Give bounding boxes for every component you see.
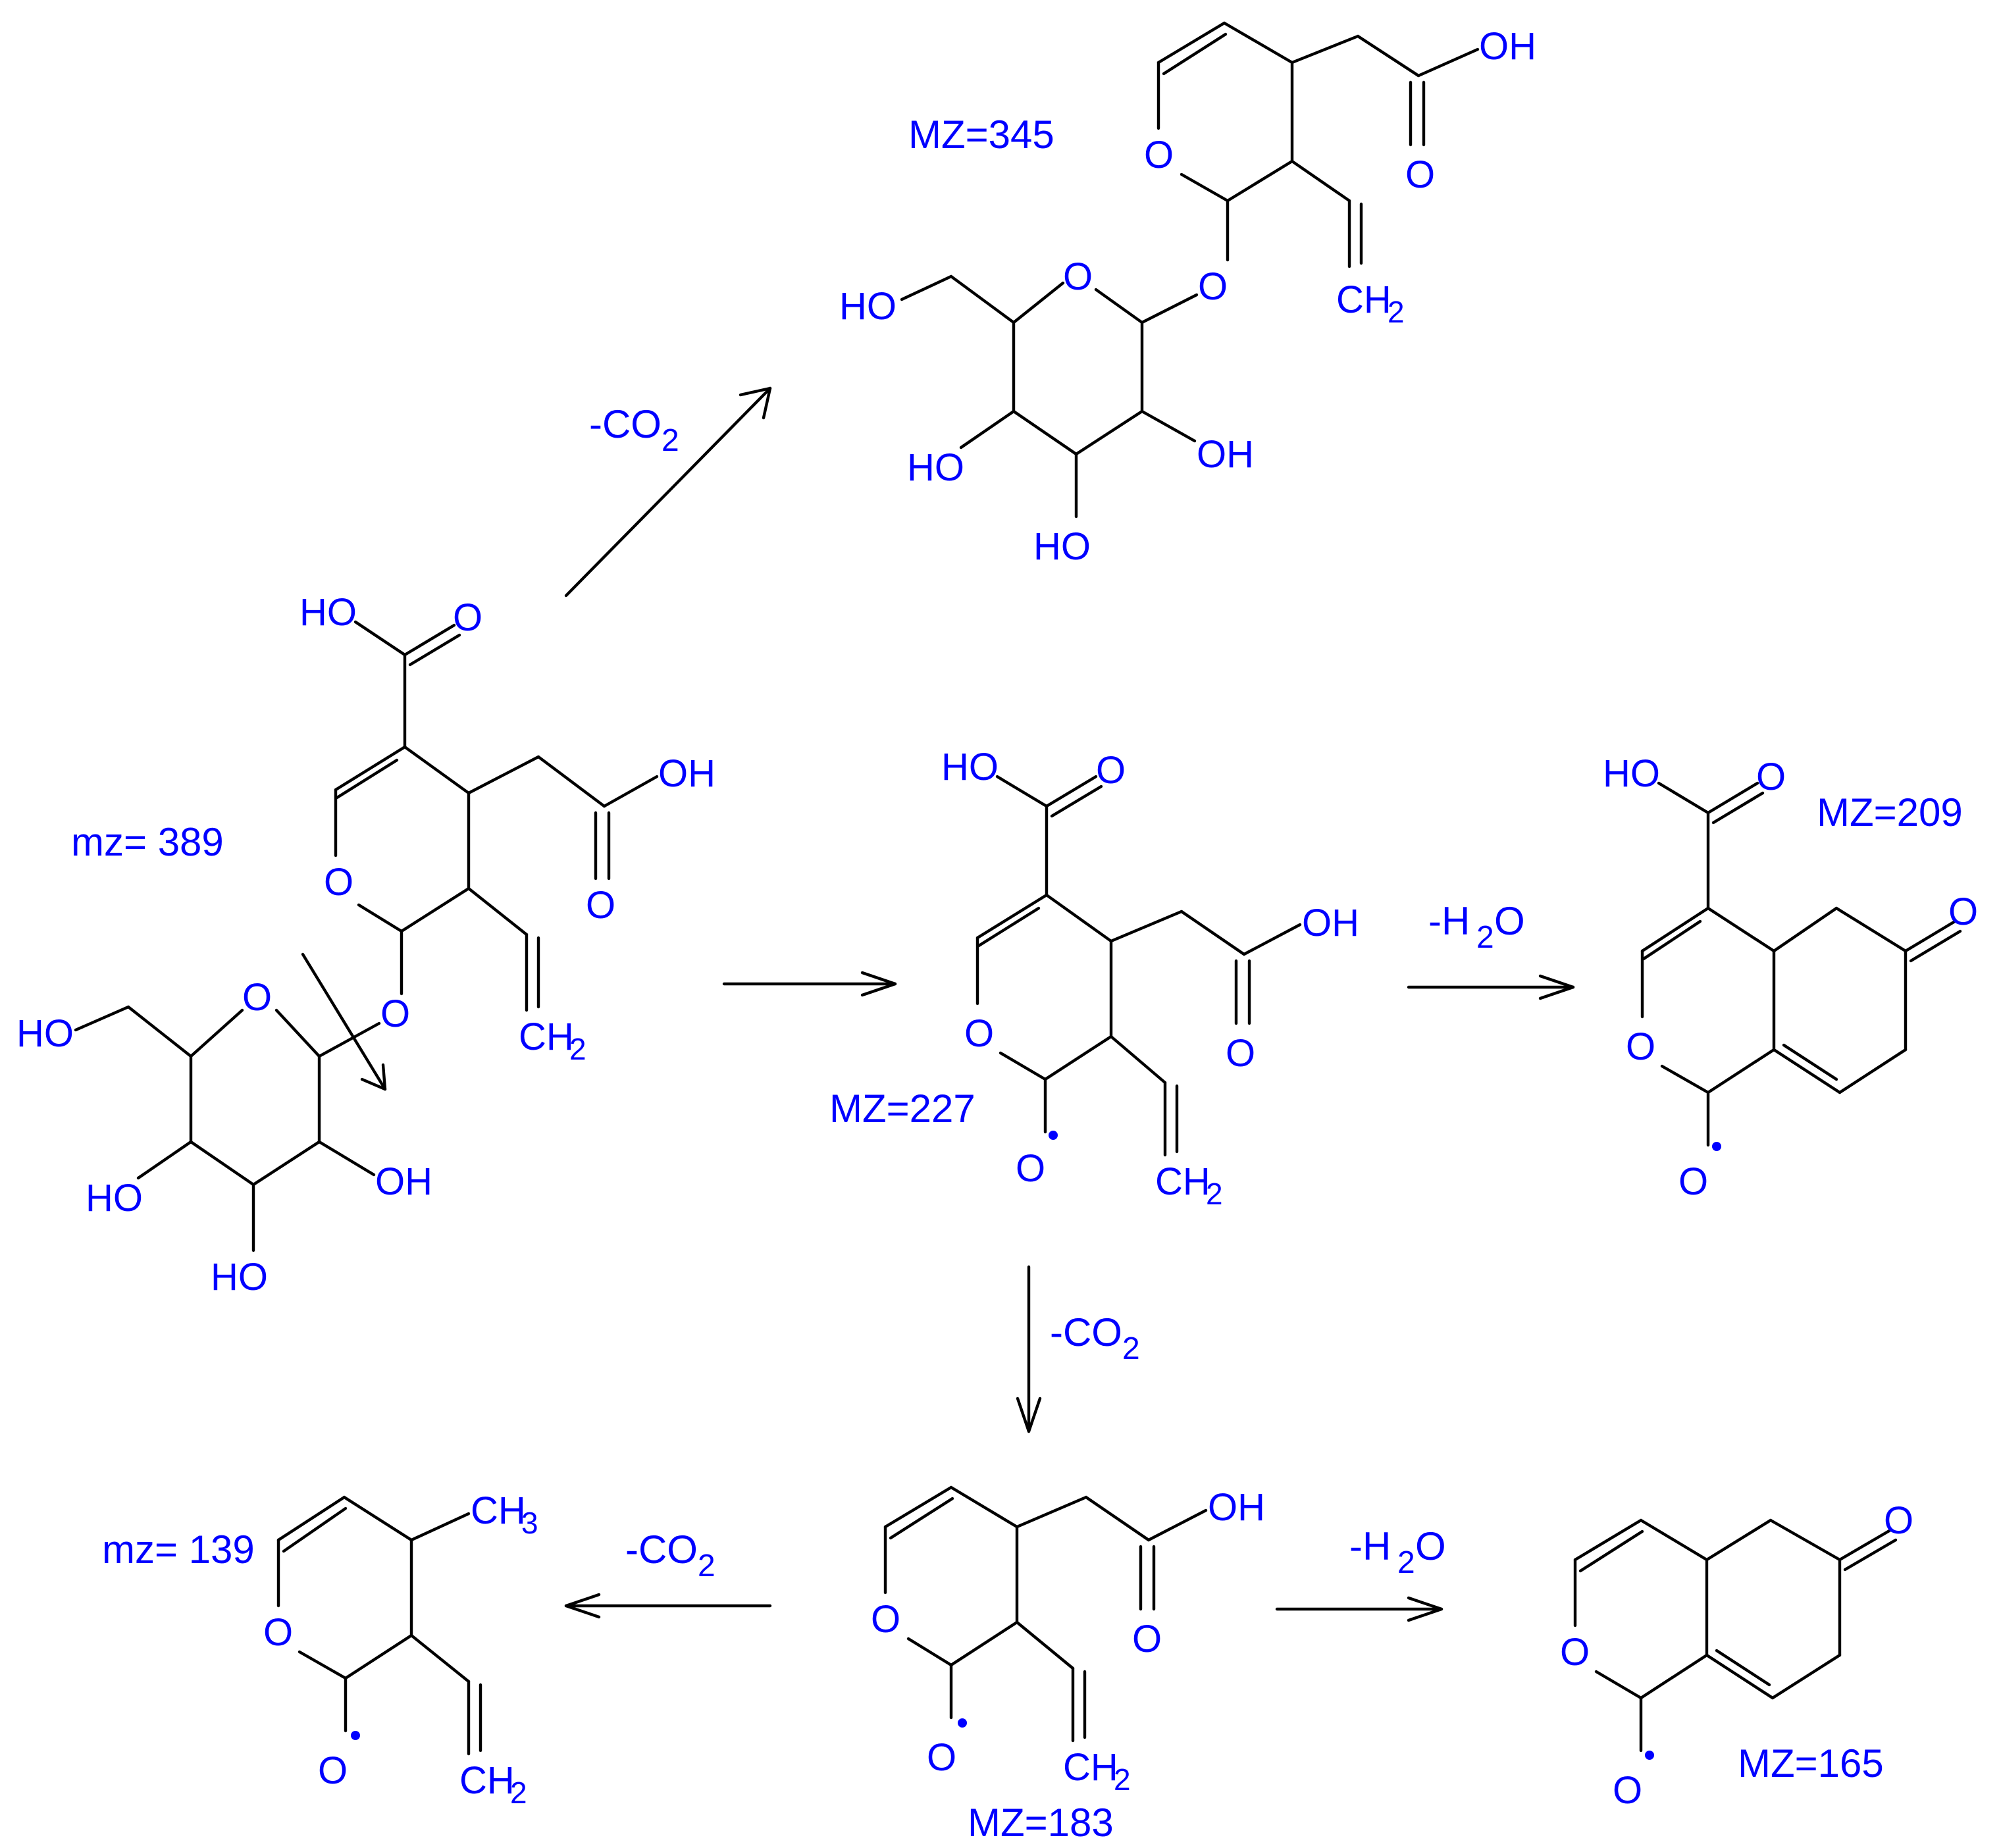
arrow-parent-to-mz345: -CO 2	[564, 386, 772, 598]
mz209-label: MZ=209	[1817, 790, 1963, 834]
arrow-label: -H	[1428, 899, 1470, 943]
atom-o: O	[871, 1598, 900, 1641]
mz345-label: MZ=345	[908, 113, 1054, 157]
atom-o: O	[263, 1611, 293, 1654]
atom-ch3: CH	[471, 1489, 526, 1532]
arrow-label-sub: 2	[1476, 920, 1494, 955]
arrow-label-tail: O	[1415, 1524, 1446, 1568]
atom-ho: HO	[86, 1177, 143, 1219]
atom-o: O	[1144, 134, 1174, 176]
subscript-2: 2	[1114, 1762, 1131, 1797]
subscript-2: 2	[569, 1032, 586, 1066]
compound-mz139: mz= 139 O CH 3 CH 2 O	[102, 1489, 538, 1810]
atom-o: O	[1948, 890, 1978, 933]
atom-ho: HO	[907, 446, 964, 489]
arrow-label-sub: 2	[698, 1549, 715, 1583]
atom-ch2: CH	[459, 1759, 515, 1802]
radical-dot	[351, 1731, 360, 1740]
atom-o: O	[242, 976, 272, 1019]
atom-o: O	[1198, 265, 1228, 308]
radical-dot	[958, 1718, 967, 1728]
arrow-label: -CO	[625, 1527, 698, 1572]
atom-o: O	[1678, 1160, 1708, 1203]
atom-ch2: CH	[519, 1015, 574, 1058]
atom-ch2: CH	[1063, 1746, 1118, 1789]
compound-mz183: MZ=183 O OH O CH 2 O	[871, 1485, 1265, 1845]
atom-ch2: CH	[1336, 278, 1391, 321]
arrow-label-sub: 2	[662, 423, 679, 458]
arrow-mz183-to-mz165: -H 2 O	[1275, 1524, 1446, 1622]
compound-mz227: MZ=227 HO O O OH O CH 2 O	[829, 746, 1359, 1211]
atom-ho: HO	[941, 746, 999, 788]
parent-mz-label: mz= 389	[71, 820, 224, 864]
atom-oh: OH	[658, 752, 715, 795]
atom-o: O	[1132, 1618, 1162, 1660]
mz165-label: MZ=165	[1738, 1741, 1884, 1785]
atom-oh: OH	[1302, 902, 1359, 944]
atom-o: O	[453, 596, 482, 639]
atom-o: O	[1626, 1025, 1655, 1068]
atom-o: O	[927, 1736, 956, 1779]
atom-ho: HO	[299, 591, 357, 634]
atom-ch2: CH	[1155, 1160, 1210, 1203]
atom-oh: OH	[1197, 433, 1254, 476]
subscript-3: 3	[521, 1506, 538, 1540]
atom-oh: OH	[375, 1160, 432, 1203]
radical-dot	[1712, 1142, 1721, 1151]
arrow-label-tail: O	[1494, 899, 1525, 943]
atom-ho: HO	[211, 1256, 268, 1298]
arrow-label-sub: 2	[1397, 1545, 1415, 1580]
mz227-label: MZ=227	[829, 1087, 975, 1131]
mz183-label: MZ=183	[968, 1801, 1114, 1845]
atom-o: O	[1016, 1147, 1045, 1190]
subscript-2: 2	[510, 1776, 527, 1810]
atom-o: O	[1405, 153, 1435, 196]
atom-oh: OH	[1208, 1486, 1265, 1529]
atom-o: O	[380, 992, 410, 1035]
atom-ho: HO	[839, 285, 897, 328]
arrow-mz227-to-mz209: -H 2 O	[1407, 899, 1575, 1000]
arrow-label: -H	[1349, 1524, 1391, 1568]
arrow-mz183-to-mz139: -CO 2	[564, 1527, 772, 1619]
compound-mz345: MZ=345 O OH O CH 2 O O	[839, 21, 1536, 568]
arrow-mz227-to-mz183: -CO 2	[1016, 1265, 1140, 1433]
subscript-2: 2	[1206, 1177, 1223, 1211]
atom-o: O	[964, 1012, 994, 1055]
compound-mz209: MZ=209 HO O O O O	[1603, 752, 1978, 1203]
atom-o: O	[1560, 1631, 1590, 1674]
compound-mz165: MZ=165 O O O	[1560, 1499, 1913, 1812]
atom-o: O	[1063, 255, 1093, 298]
atom-o: O	[1096, 749, 1126, 792]
atom-ho: HO	[16, 1012, 74, 1055]
atom-ho: HO	[1603, 752, 1660, 795]
atom-o: O	[1613, 1769, 1642, 1812]
radical-dot	[1049, 1131, 1058, 1140]
arrow-label: -CO	[1050, 1310, 1122, 1354]
arrow-label: -CO	[589, 402, 662, 446]
compound-parent: mz= 389 HO O O OH O CH 2 O O	[16, 591, 715, 1298]
radical-dot	[1645, 1751, 1654, 1760]
atom-o: O	[324, 861, 353, 904]
atom-o: O	[586, 884, 615, 927]
atom-oh: OH	[1479, 25, 1536, 68]
atom-ho: HO	[1033, 525, 1091, 568]
subscript-2: 2	[1388, 295, 1405, 329]
atom-o: O	[318, 1749, 348, 1792]
atom-o: O	[1226, 1032, 1255, 1075]
mz139-label: mz= 139	[102, 1527, 255, 1572]
atom-o: O	[1884, 1499, 1913, 1542]
atom-o: O	[1756, 756, 1786, 798]
arrow-parent-to-mz227	[722, 971, 897, 997]
arrow-label-sub: 2	[1122, 1331, 1140, 1366]
